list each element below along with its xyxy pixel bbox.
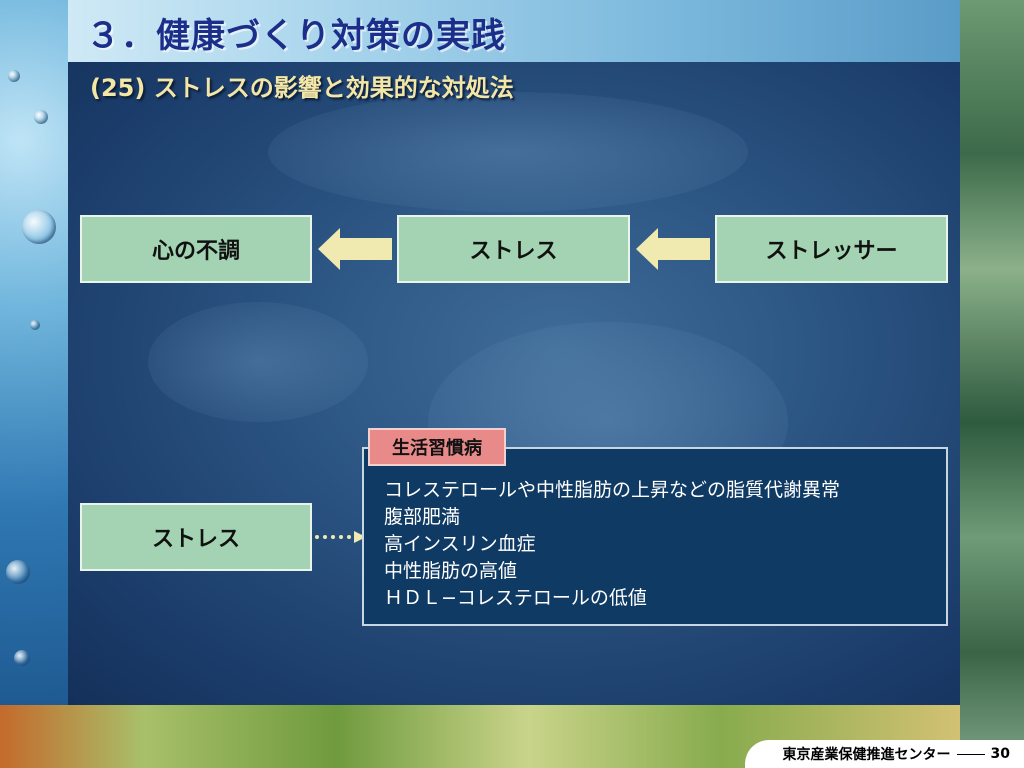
footer: 東京産業保健推進センター 30 — [745, 740, 1024, 768]
mental-disorder-box: 心の不調 — [80, 215, 312, 283]
water-drop — [6, 560, 30, 584]
dotted-right-arrow-icon — [315, 531, 366, 543]
slide-title: ３．健康づくり対策の実践 — [86, 16, 506, 56]
left-arrow-icon — [636, 228, 710, 270]
water-drop — [22, 210, 56, 244]
main-panel — [68, 62, 960, 705]
list-item: 中性脂肪の高値 — [384, 560, 518, 582]
left-arrow-icon — [318, 228, 392, 270]
list-item: ＨＤＬ−コレステロールの低値 — [384, 587, 647, 609]
water-drop — [14, 650, 30, 666]
water-drop — [8, 70, 20, 82]
lifestyle-disease-detail-box: コレステロールや中性脂肪の上昇などの脂質代謝異常 腹部肥満 高インスリン血症 中… — [362, 447, 948, 626]
stress-box-top: ストレス — [397, 215, 630, 283]
list-item: 腹部肥満 — [384, 506, 461, 528]
footer-org: 東京産業保健推進センター — [782, 747, 951, 763]
list-item: 高インスリン血症 — [384, 533, 536, 555]
background-ghost-shape — [148, 302, 368, 422]
page-number: 30 — [990, 746, 1010, 762]
left-water-strip — [0, 0, 68, 705]
top-band — [0, 0, 960, 62]
water-drop — [30, 320, 40, 330]
list-item: コレステロールや中性脂肪の上昇などの脂質代謝異常 — [384, 479, 841, 501]
water-drop — [34, 110, 48, 124]
slide-subtitle: (25) ストレスの影響と効果的な対処法 — [90, 74, 514, 102]
footer-separator — [956, 753, 985, 755]
right-foliage-strip — [960, 0, 1024, 768]
background-ghost-shape — [268, 92, 748, 212]
lifestyle-disease-tag: 生活習慣病 — [368, 428, 506, 466]
stress-box-bottom: ストレス — [80, 503, 312, 571]
stressor-box: ストレッサー — [715, 215, 948, 283]
